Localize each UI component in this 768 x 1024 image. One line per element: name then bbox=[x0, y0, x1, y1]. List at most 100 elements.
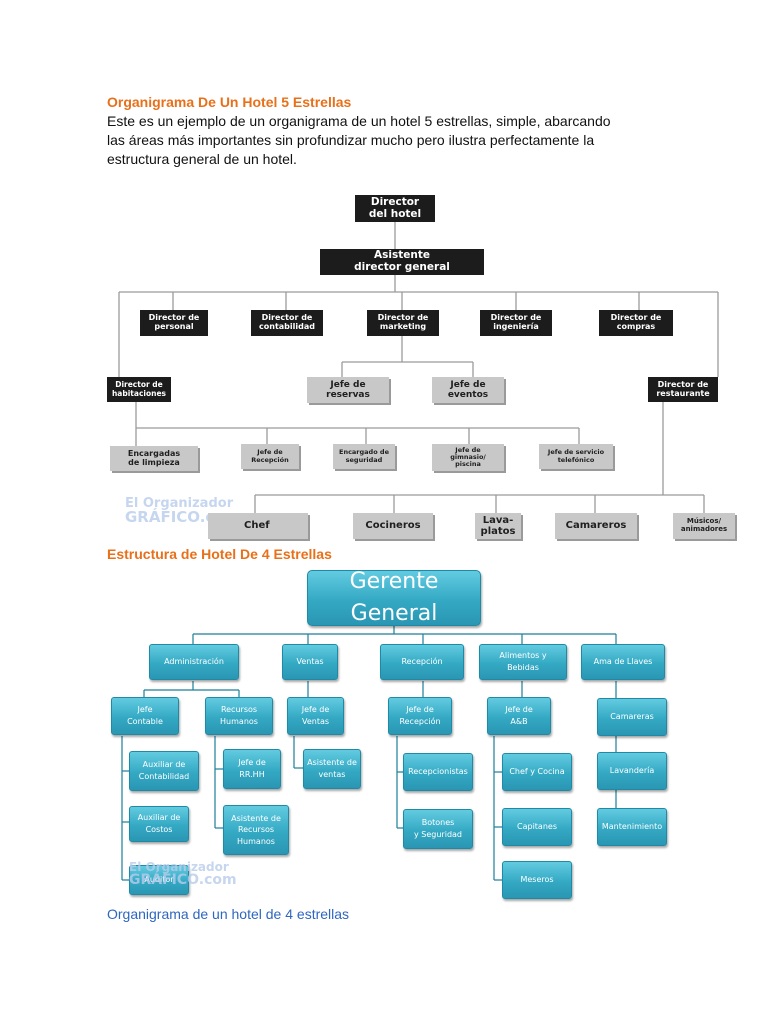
box-auditor: Auditor bbox=[129, 865, 189, 895]
paragraph-line: Este es un ejemplo de un organigrama de … bbox=[107, 113, 611, 129]
box-label: Ventas bbox=[296, 657, 324, 667]
intro-paragraph: Este es un ejemplo de un organigrama de … bbox=[107, 112, 707, 169]
box-label: Camareras bbox=[610, 712, 654, 722]
box-alimentos-y-bebidas: Alimentos y Bebidas bbox=[479, 644, 567, 680]
box-label: Auditor bbox=[144, 875, 174, 885]
box-mantenimiento: Mantenimiento bbox=[597, 808, 667, 846]
box-label: Director bbox=[370, 195, 420, 208]
box-label: Jefe bbox=[137, 705, 153, 715]
box-chef-y-cocina: Chef y Cocina bbox=[502, 753, 572, 791]
box-label: Director de bbox=[377, 313, 429, 323]
paragraph-line: las áreas más importantes sin profundiza… bbox=[107, 132, 595, 148]
box-label: Jefe de bbox=[455, 445, 481, 454]
box-label: eventos bbox=[447, 390, 489, 400]
box-label: Mantenimiento bbox=[601, 822, 663, 832]
box-label: Auxiliar de bbox=[142, 760, 186, 770]
box-label: Chef bbox=[244, 520, 270, 532]
box-label: contabilidad bbox=[259, 322, 315, 331]
box-label: animadores bbox=[680, 525, 728, 533]
box-label: personal bbox=[154, 322, 194, 331]
box-ama-de-llaves: Ama de Llaves bbox=[581, 644, 665, 680]
box-camareros: Camareros bbox=[555, 513, 637, 539]
box-asistente-de-ventas: Asistente de ventas bbox=[303, 749, 361, 789]
box-label: Director de bbox=[261, 313, 313, 323]
box-label: Chef y Cocina bbox=[509, 767, 565, 777]
box-label: Director de bbox=[115, 380, 163, 390]
box-label: Lavandería bbox=[609, 766, 655, 776]
box-label: Jefe de bbox=[330, 379, 366, 390]
box-label: Jefe de bbox=[238, 758, 266, 768]
box-label: Jefe de servicio bbox=[547, 448, 605, 457]
watermark-logo: El Organizador GRÁFICO.com bbox=[129, 861, 237, 887]
box-label: marketing bbox=[379, 322, 427, 331]
box-label: del hotel bbox=[368, 207, 422, 220]
box-label: director general bbox=[354, 261, 450, 273]
box-jefe-de-rrhh: Jefe de RR.HH bbox=[223, 749, 281, 789]
box-label: ingeniería bbox=[493, 322, 539, 331]
box-label: Auxiliar de bbox=[137, 813, 181, 823]
box-label: Recursos bbox=[220, 705, 258, 715]
box-capitanes: Capitanes bbox=[502, 808, 572, 846]
box-label: de limpieza bbox=[128, 457, 180, 467]
box-label: Botones bbox=[421, 818, 455, 828]
box-label: RR.HH bbox=[239, 770, 265, 779]
watermark-line: El Organizador bbox=[125, 496, 234, 511]
box-label: Director de bbox=[490, 313, 542, 323]
box-label: Bebidas bbox=[507, 663, 539, 672]
box-label: Ama de Llaves bbox=[593, 657, 653, 667]
box-label: Recepcionistas bbox=[408, 767, 468, 777]
box-label: Lava- bbox=[482, 514, 514, 526]
box-label: restaurante bbox=[656, 388, 710, 398]
box-label: Asistente de bbox=[307, 758, 357, 768]
box-label: habitaciones bbox=[111, 388, 167, 398]
box-lavanderia: Lavandería bbox=[597, 752, 667, 790]
box-label: Camareros bbox=[565, 520, 627, 532]
box-label: Humanos bbox=[237, 836, 275, 846]
box-administracion: Administración bbox=[149, 644, 239, 680]
box-label: Director de bbox=[657, 379, 709, 389]
box-label: Director de bbox=[610, 313, 662, 323]
box-label: Alimentos y bbox=[499, 651, 547, 661]
box-label: piscina bbox=[455, 460, 481, 469]
box-label: compras bbox=[616, 322, 656, 331]
box-label: Humanos bbox=[220, 717, 258, 726]
watermark-line: GRÁFICO.com bbox=[129, 872, 237, 888]
box-label: Jefe de bbox=[450, 379, 486, 390]
box-ventas: Ventas bbox=[282, 644, 338, 680]
watermark-line: El Organizador bbox=[129, 860, 229, 874]
box-lava-platos: Lava-platos bbox=[475, 513, 521, 539]
box-label: Encargadas bbox=[127, 448, 181, 458]
connector-lines bbox=[118, 221, 719, 513]
link-organigrama-4-estrellas[interactable]: Organigrama de un hotel de 4 estrellas bbox=[107, 906, 350, 922]
box-cocineros: Cocineros bbox=[353, 513, 433, 539]
box-camareras: Camareras bbox=[597, 698, 667, 736]
box-label: Director de bbox=[148, 313, 200, 323]
box-label: Recepción bbox=[401, 657, 443, 667]
section-heading-5-stars: Organigrama De Un Hotel 5 Estrellas bbox=[107, 94, 352, 110]
box-label: reservas bbox=[326, 390, 370, 400]
box-label: Asistente de bbox=[231, 813, 281, 823]
box-label: ventas bbox=[318, 770, 346, 779]
box-label: Cocineros bbox=[365, 520, 421, 532]
box-chef: Chef bbox=[208, 513, 308, 539]
box-label: Encargado de bbox=[339, 448, 389, 457]
box-label: A&B bbox=[510, 717, 528, 726]
